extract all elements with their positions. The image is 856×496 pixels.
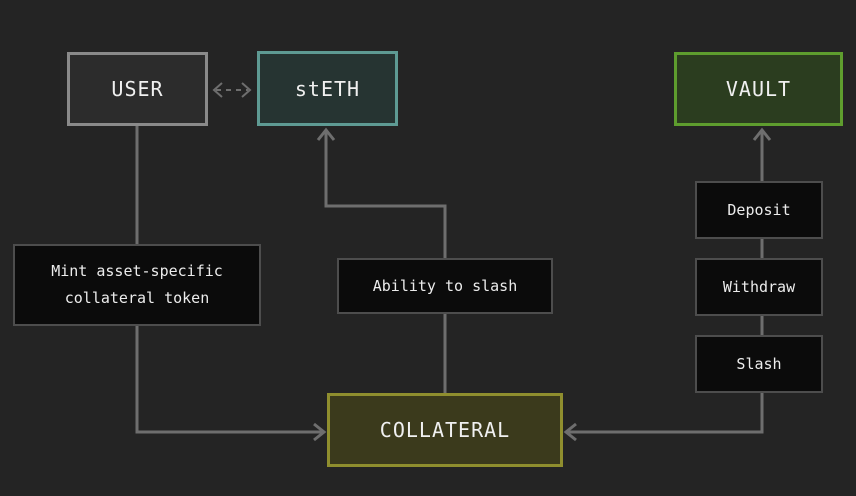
- mint-line-2: collateral token: [64, 289, 210, 307]
- vault-bottom-arrowhead: [752, 127, 772, 141]
- ability-to-slash-label: Ability to slash: [372, 276, 518, 295]
- slash-box: Slash: [695, 335, 823, 393]
- collateral-right-arrowhead: [563, 422, 577, 442]
- user-to-collateral-line: [135, 126, 322, 434]
- collateral-left-arrowhead: [313, 422, 327, 442]
- mint-token-label-box: Mint asset-specific collateral token: [13, 244, 261, 326]
- ability-to-slash-box: Ability to slash: [337, 258, 553, 314]
- mint-line-1: Mint asset-specific: [51, 262, 223, 280]
- user-label: USER: [111, 77, 164, 101]
- deposit-label: Deposit: [727, 200, 791, 219]
- deposit-box: Deposit: [695, 181, 823, 239]
- withdraw-box: Withdraw: [695, 258, 823, 316]
- user-side-arrowhead: [212, 82, 223, 98]
- vault-label: VAULT: [725, 77, 792, 101]
- steth-bottom-arrowhead: [316, 127, 336, 141]
- steth-node: stETH: [257, 51, 398, 126]
- slash-label: Slash: [736, 354, 782, 373]
- steth-side-arrowhead: [241, 82, 252, 98]
- withdraw-label: Withdraw: [722, 277, 796, 296]
- steth-label: stETH: [294, 76, 361, 101]
- collateral-label: COLLATERAL: [379, 418, 511, 442]
- user-node: USER: [67, 52, 208, 126]
- vault-node: VAULT: [674, 52, 843, 126]
- collateral-node: COLLATERAL: [327, 393, 563, 467]
